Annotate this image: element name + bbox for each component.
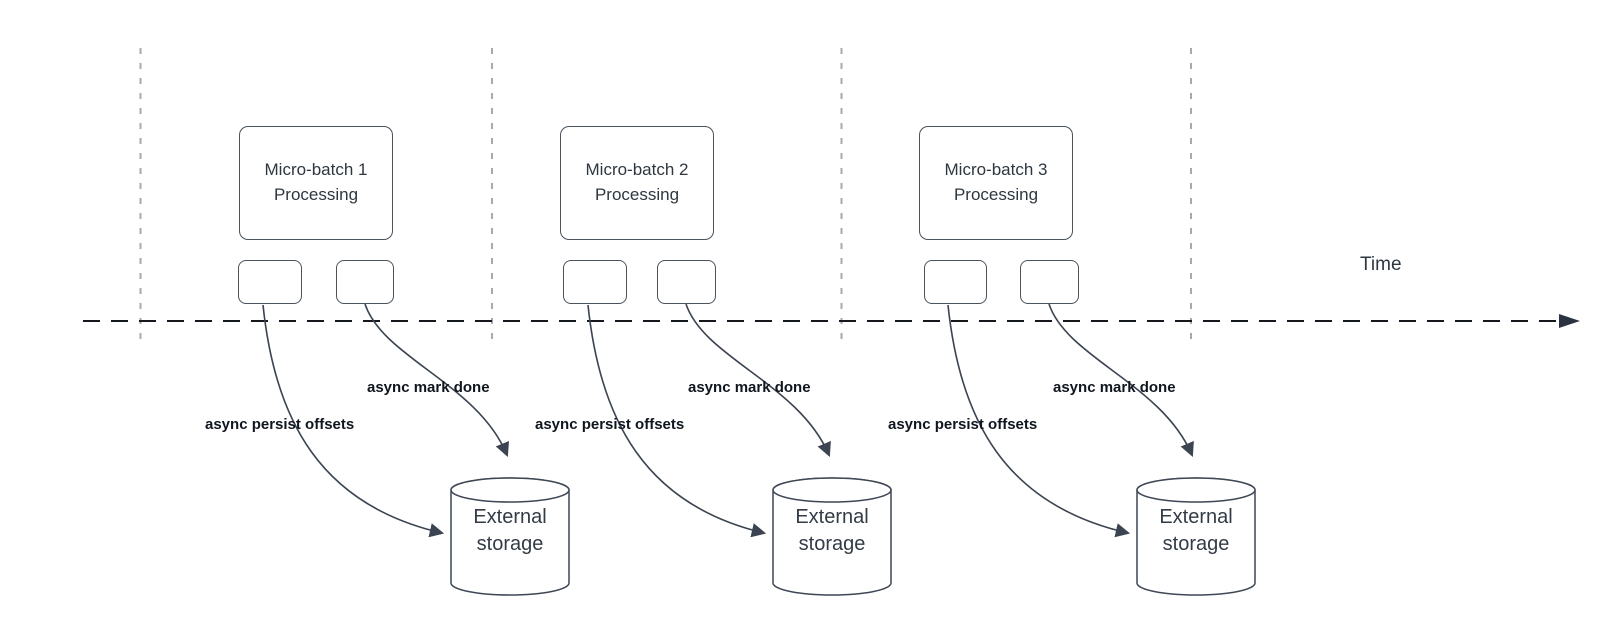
mark-done-label: async mark done xyxy=(1053,379,1176,396)
persist-offsets-arrow xyxy=(947,304,1131,538)
time-axis-label: Time xyxy=(1360,254,1402,275)
persist-offsets-label: async persist offsets xyxy=(888,416,1038,433)
time-axis-arrowhead-icon xyxy=(1559,314,1580,328)
persist-offsets-label: async persist offsets xyxy=(535,416,685,433)
external-storage-label: External storage xyxy=(1159,506,1233,555)
mark-done-label: async mark done xyxy=(688,379,811,396)
external-storage-label: External storage xyxy=(795,506,869,555)
offset-range-box xyxy=(657,260,716,304)
persist-offsets-arrow xyxy=(587,304,767,538)
external-storage-cylinder xyxy=(450,477,570,596)
external-storage-label: External storage xyxy=(473,506,547,555)
offset-range-box xyxy=(238,260,302,304)
external-storage-cylinder xyxy=(772,477,892,596)
micro-batch-3-processing-box: Micro-batch 3 Processing xyxy=(919,126,1073,240)
mark-done-arrow xyxy=(685,303,831,457)
micro-batch-2-processing-box: Micro-batch 2 Processing xyxy=(560,126,714,240)
offset-range-box xyxy=(563,260,627,304)
offset-range-box xyxy=(336,260,394,304)
micro-batch-1-processing-box: Micro-batch 1 Processing xyxy=(239,126,393,240)
persist-offsets-arrow xyxy=(262,304,445,538)
offset-range-box xyxy=(1020,260,1079,304)
mark-done-arrow xyxy=(1048,303,1194,457)
mark-done-label: async mark done xyxy=(367,379,490,396)
offset-range-box xyxy=(924,260,987,304)
mark-done-arrow xyxy=(364,303,510,457)
persist-offsets-label: async persist offsets xyxy=(205,416,355,433)
external-storage-cylinder xyxy=(1136,477,1256,596)
